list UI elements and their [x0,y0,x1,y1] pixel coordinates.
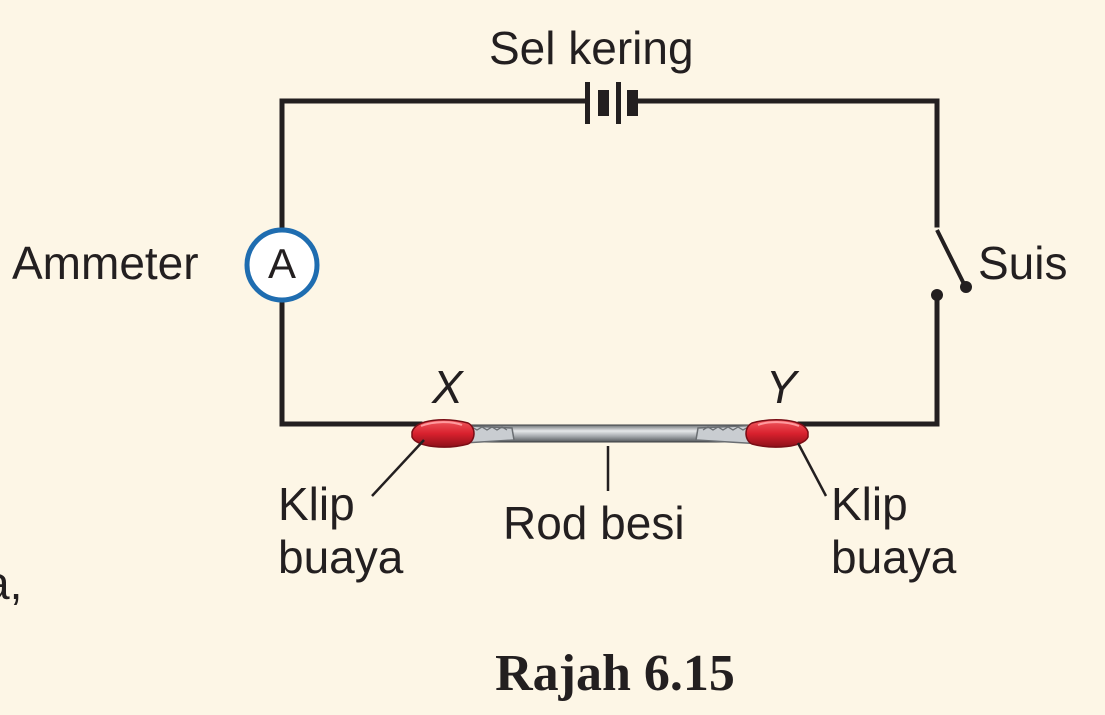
battery-label: Sel kering [489,22,694,74]
crocodile-clip-right [695,419,809,448]
end-x-label: X [432,361,463,413]
end-y-label: Y [766,361,797,413]
stray-text-fragment: a, [0,557,23,609]
clip-left-label: Klip buaya [278,478,404,583]
clip-right-label: Klip buaya [831,478,957,583]
ammeter-letter: A [267,240,296,287]
switch [931,229,972,301]
switch-label: Suis [978,237,1068,289]
figure-caption: Rajah 6.15 [495,645,735,702]
ammeter-symbol [244,227,320,303]
dry-cell-battery [585,82,638,124]
rod-label: Rod besi [503,497,685,549]
circuit-wires [279,98,940,427]
leader-lines [371,439,828,497]
crocodile-clip-left [411,419,515,448]
ammeter-label: Ammeter [12,237,199,289]
